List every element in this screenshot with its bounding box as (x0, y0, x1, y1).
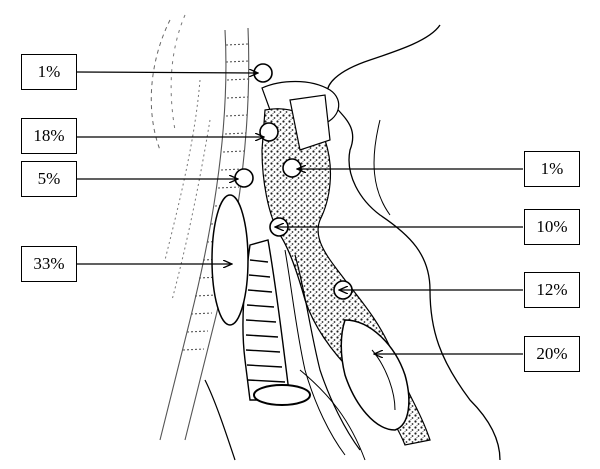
percentage-label-8: 20% (524, 336, 580, 372)
percentage-label-3: 5% (21, 161, 77, 197)
leader-line-1 (76, 72, 258, 73)
percentage-label-4: 33% (21, 246, 77, 282)
posterior-contour (164, 79, 211, 301)
percentage-label-5: 1% (524, 151, 580, 187)
neck-outline (204, 379, 236, 461)
lower-cavity (340, 319, 410, 431)
esophagus (294, 254, 361, 451)
esophagus-wall (284, 249, 346, 456)
percentage-label-2: 18% (21, 118, 77, 154)
skull-outline (150, 19, 171, 151)
percentage-label-1: 1% (21, 54, 77, 90)
jaw-outline (373, 119, 391, 216)
site-marker-2 (259, 122, 279, 142)
chest-outline (299, 369, 366, 461)
retropharyngeal-space (211, 194, 249, 326)
larynx (289, 94, 331, 151)
percentage-label-6: 10% (524, 209, 580, 245)
face-outline (326, 24, 501, 461)
site-marker-3 (234, 168, 254, 188)
trachea-section (253, 384, 311, 406)
skull-outline-inner (170, 14, 186, 131)
trachea-rings (245, 259, 286, 383)
site-marker-5 (282, 158, 302, 178)
percentage-label-7: 12% (524, 272, 580, 308)
